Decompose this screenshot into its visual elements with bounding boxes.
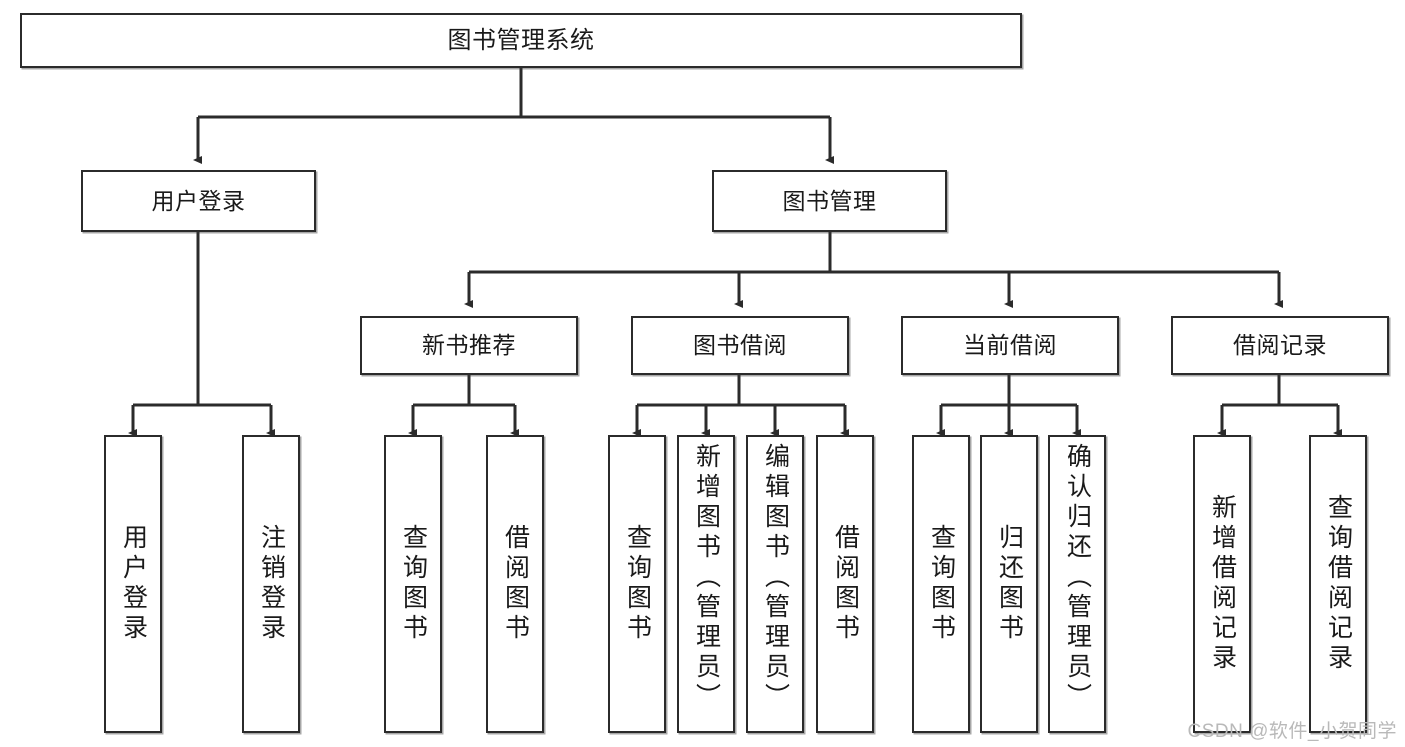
node-label: 借阅记录 [1233, 332, 1327, 359]
node-label: 图书借阅 [693, 332, 787, 359]
leaf-current-borrow-return[interactable]: 归还图书 [980, 435, 1038, 733]
node-label: 新增图书（管理员） [692, 443, 721, 713]
node-label: 确认归还（管理员） [1063, 443, 1092, 713]
node-label: 归还图书 [995, 524, 1024, 644]
node-label: 图书管理 [782, 187, 877, 214]
leaf-user-login-logout[interactable]: 注销登录 [242, 435, 300, 733]
leaf-borrow-record-add[interactable]: 新增借阅记录 [1193, 435, 1251, 733]
node-user-login[interactable]: 用户登录 [81, 170, 316, 232]
node-label: 用户登录 [151, 187, 246, 214]
node-book-management[interactable]: 图书管理 [712, 170, 947, 232]
node-label: 图书管理系统 [447, 26, 595, 54]
node-label: 借阅图书 [501, 524, 530, 644]
node-current-borrow[interactable]: 当前借阅 [901, 316, 1119, 375]
node-label: 新书推荐 [422, 332, 516, 359]
leaf-book-borrow-borrow[interactable]: 借阅图书 [816, 435, 874, 733]
node-label: 用户登录 [119, 524, 148, 644]
leaf-book-borrow-edit-admin[interactable]: 编辑图书（管理员） [746, 435, 804, 733]
node-label: 借阅图书 [831, 524, 860, 644]
leaf-book-borrow-add-admin[interactable]: 新增图书（管理员） [677, 435, 735, 733]
leaf-borrow-record-query[interactable]: 查询借阅记录 [1309, 435, 1367, 733]
node-label: 当前借阅 [963, 332, 1057, 359]
node-label: 查询图书 [623, 524, 652, 644]
node-label: 新增借阅记录 [1208, 494, 1237, 674]
node-book-borrow[interactable]: 图书借阅 [631, 316, 849, 375]
node-borrow-record[interactable]: 借阅记录 [1171, 316, 1389, 375]
node-label: 查询借阅记录 [1324, 494, 1353, 674]
leaf-book-borrow-query[interactable]: 查询图书 [608, 435, 666, 733]
node-new-book-recommend[interactable]: 新书推荐 [360, 316, 578, 375]
leaf-current-borrow-confirm-admin[interactable]: 确认归还（管理员） [1048, 435, 1106, 733]
leaf-user-login-login[interactable]: 用户登录 [104, 435, 162, 733]
node-root-book-management-system[interactable]: 图书管理系统 [20, 13, 1022, 68]
node-label: 查询图书 [399, 524, 428, 644]
leaf-new-book-query[interactable]: 查询图书 [384, 435, 442, 733]
csdn-watermark: CSDN @软件_小贺同学 [1187, 721, 1397, 742]
node-label: 注销登录 [257, 524, 286, 644]
node-label: 编辑图书（管理员） [761, 443, 790, 713]
leaf-new-book-borrow[interactable]: 借阅图书 [486, 435, 544, 733]
leaf-current-borrow-query[interactable]: 查询图书 [912, 435, 970, 733]
node-label: 查询图书 [927, 524, 956, 644]
